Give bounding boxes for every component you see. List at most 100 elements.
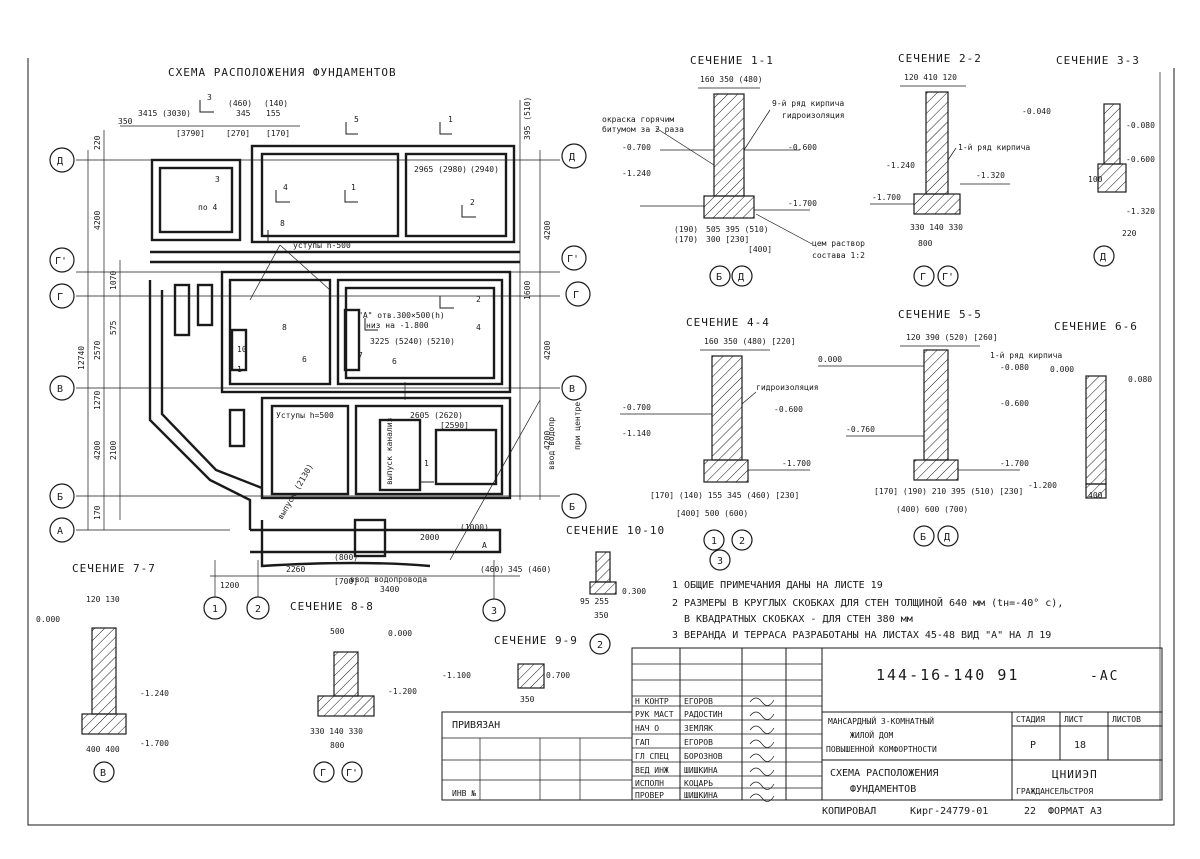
section-1-1-bottom-5: [400]	[748, 245, 772, 254]
document-suffix: -АС	[1090, 669, 1119, 684]
svg-text:5: 5	[354, 115, 359, 124]
section-2-2: СЕЧЕНИЕ 2-2 120 410 120 1-й ряд кирпича …	[870, 52, 1030, 287]
section-5-5-title: СЕЧЕНИЕ 5-5	[898, 308, 982, 321]
plan-label-ustupy-2: Уступы h=500	[276, 411, 334, 420]
section-1-1-level-1: -0.700	[622, 143, 651, 152]
section-2-2-level-2: -1.700	[872, 193, 901, 202]
section-8-8-level-2: -1.200	[388, 687, 417, 696]
org-line-2: ГРАЖДАНСЕЛЬСТРОЯ	[1016, 787, 1093, 796]
axis-bubble-right-V: В	[561, 375, 587, 401]
svg-text:ШИШКИНА: ШИШКИНА	[684, 791, 718, 800]
plan-dim-top-3: 155	[266, 109, 281, 118]
section-5-5-bottom-1: [170] (190) 210 395 (510) [230]	[874, 487, 1023, 496]
plan-dim-bottom-4: 2000	[420, 533, 439, 542]
svg-text:Г': Г'	[567, 254, 579, 265]
sheet-title-line-2: ФУНДАМЕНТОВ	[850, 784, 916, 795]
axis-bubble-left-V: В	[49, 375, 75, 401]
plan-dim-left-9: 170	[93, 505, 102, 520]
plan-dim-left-6: 1270	[93, 391, 102, 410]
section-5-5-level-4: -0.760	[846, 425, 875, 434]
section-8-8: СЕЧЕНИЕ 8-8 500 0.000 -1.200 330 140 330…	[290, 600, 417, 783]
section-2-2-level-1: -1.240	[886, 161, 915, 170]
plan-dim-top-5: (140)	[264, 99, 288, 108]
svg-text:3: 3	[491, 606, 497, 617]
section-2-2-note: 1-й ряд кирпича	[958, 143, 1030, 152]
svg-text:ВЕД ИНЖ: ВЕД ИНЖ	[635, 766, 669, 775]
section-9-9-title: СЕЧЕНИЕ 9-9	[494, 634, 578, 647]
axis-bubble-left-A: А	[49, 517, 75, 543]
section-7-7-top-dims: 120 130	[86, 595, 120, 604]
sheet-title-line-1: СХЕМА РАСПОЛОЖЕНИЯ	[830, 768, 938, 779]
section-8-8-title: СЕЧЕНИЕ 8-8	[290, 600, 374, 613]
plan-label-vypusk-2: выпуск (2130)	[276, 462, 315, 521]
plan-dim-left-7: 4200	[93, 441, 102, 460]
svg-text:1: 1	[448, 115, 453, 124]
plan-dim-5210: (5210)	[426, 337, 455, 346]
section-4-4-level-1: -0.700	[622, 403, 651, 412]
svg-text:Б: Б	[57, 492, 63, 503]
section-4-4-title: СЕЧЕНИЕ 4-4	[686, 316, 770, 329]
section-3-3-level-4: -1.320	[1126, 207, 1155, 216]
section-1-1-level-2: -1.240	[622, 169, 651, 178]
section-6-6-level-2: 0.080	[1128, 375, 1152, 384]
plan-label-niz: низ на -1.800	[366, 321, 429, 330]
section-6-6-level-3: -1.200	[1028, 481, 1057, 490]
section-3-3-level-1: -0.040	[1022, 107, 1051, 116]
section-6-6: СЕЧЕНИЕ 6-6 0.000 0.080 -1.200 400	[1028, 320, 1152, 500]
note-2: 2 РАЗМЕРЫ В КРУГЛЫХ СКОБКАХ ДЛЯ СТЕН ТОЛ…	[672, 596, 1063, 609]
plan-title: СХЕМА РАСПОЛОЖЕНИЯ ФУНДАМЕНТОВ	[168, 66, 397, 79]
section-5-5-level-2: -0.080	[1000, 363, 1029, 372]
document-code: 144-16-140 91	[876, 666, 1019, 684]
section-5-5-level-5: -1.700	[1000, 459, 1029, 468]
section-3-3-level-2: -0.080	[1126, 121, 1155, 130]
axis-bubble-left-G1: Г'	[49, 247, 75, 273]
section-6-6-dim: 400	[1088, 491, 1103, 500]
axis-bubble-bottom-2: 2	[246, 596, 270, 620]
org-line-1: ЦНИИЭП	[1052, 768, 1098, 781]
svg-text:Г: Г	[573, 290, 579, 301]
section-8-8-axis-2: Г'	[346, 768, 358, 779]
section-3-3-level-3: -0.600	[1126, 155, 1155, 164]
svg-text:4: 4	[476, 323, 481, 332]
section-4-4-top-dims: 160 350 (480) [220]	[704, 337, 796, 346]
section-9-9-level-2: 0.700	[546, 671, 570, 680]
plan-dim-3225: 3225 (5240)	[370, 337, 423, 346]
plan-dim-bottom-5: (1000)	[460, 523, 489, 532]
section-4-4-gidro: гидроизоляция	[756, 383, 819, 392]
plan-label-vvod-2: ввод водопровода	[350, 575, 427, 584]
plan-label-vypusk-1: выпуск канализ	[385, 417, 394, 485]
svg-text:А: А	[482, 541, 487, 550]
svg-text:1: 1	[212, 604, 218, 615]
sheet-label: ЛИСТ	[1064, 715, 1083, 724]
svg-text:окраска горячим: окраска горячим	[602, 115, 674, 124]
plan-dim-bottom-3: [700]	[334, 577, 358, 586]
axis-bubble-left-D: Д	[49, 147, 75, 173]
section-2-2-bottom-2: 800	[918, 239, 933, 248]
svg-text:РАДОСТИН: РАДОСТИН	[684, 710, 723, 719]
section-10-10-level: 0.300	[622, 587, 646, 596]
title-block: 144-16-140 91 -АС МАНСАРДНЫЙ 3-КОМНАТНЫЙ…	[441, 647, 1163, 802]
section-3-3-dim-1: 100	[1088, 175, 1103, 184]
section-3-3-dim-2: 220	[1122, 229, 1137, 238]
svg-text:Г: Г	[57, 292, 63, 303]
project-line-2: ЖИЛОЙ ДОМ	[850, 729, 894, 740]
svg-text:Д: Д	[569, 152, 575, 163]
svg-text:8: 8	[282, 323, 287, 332]
plan-label-ustupy-1: уступы h-500	[293, 241, 351, 250]
plan-dim-top-6: [3790]	[176, 129, 205, 138]
svg-text:ИСПОЛН: ИСПОЛН	[635, 779, 664, 788]
svg-text:В: В	[569, 384, 575, 395]
svg-text:6: 6	[392, 357, 397, 366]
wall-room-a	[150, 158, 242, 242]
section-10-10: СЕЧЕНИЕ 10-10 0.300 95 255 350 2	[566, 524, 664, 655]
section-1-1-level-4: -1.700	[788, 199, 817, 208]
section-1-1-note-3: гидроизоляция	[782, 111, 845, 120]
section-9-9: СЕЧЕНИЕ 9-9 -1.100 0.700 350	[442, 634, 578, 704]
section-4-4-axis-1: 1	[711, 536, 717, 547]
section-5-5-level-1: 0.000	[818, 355, 842, 364]
section-3-3: СЕЧЕНИЕ 3-3 -0.040 -0.080 -0.600 -1.320 …	[1022, 54, 1155, 267]
plan-dim-left-0: 220	[93, 135, 102, 150]
plan-dim-left-1: 4200	[93, 211, 102, 230]
